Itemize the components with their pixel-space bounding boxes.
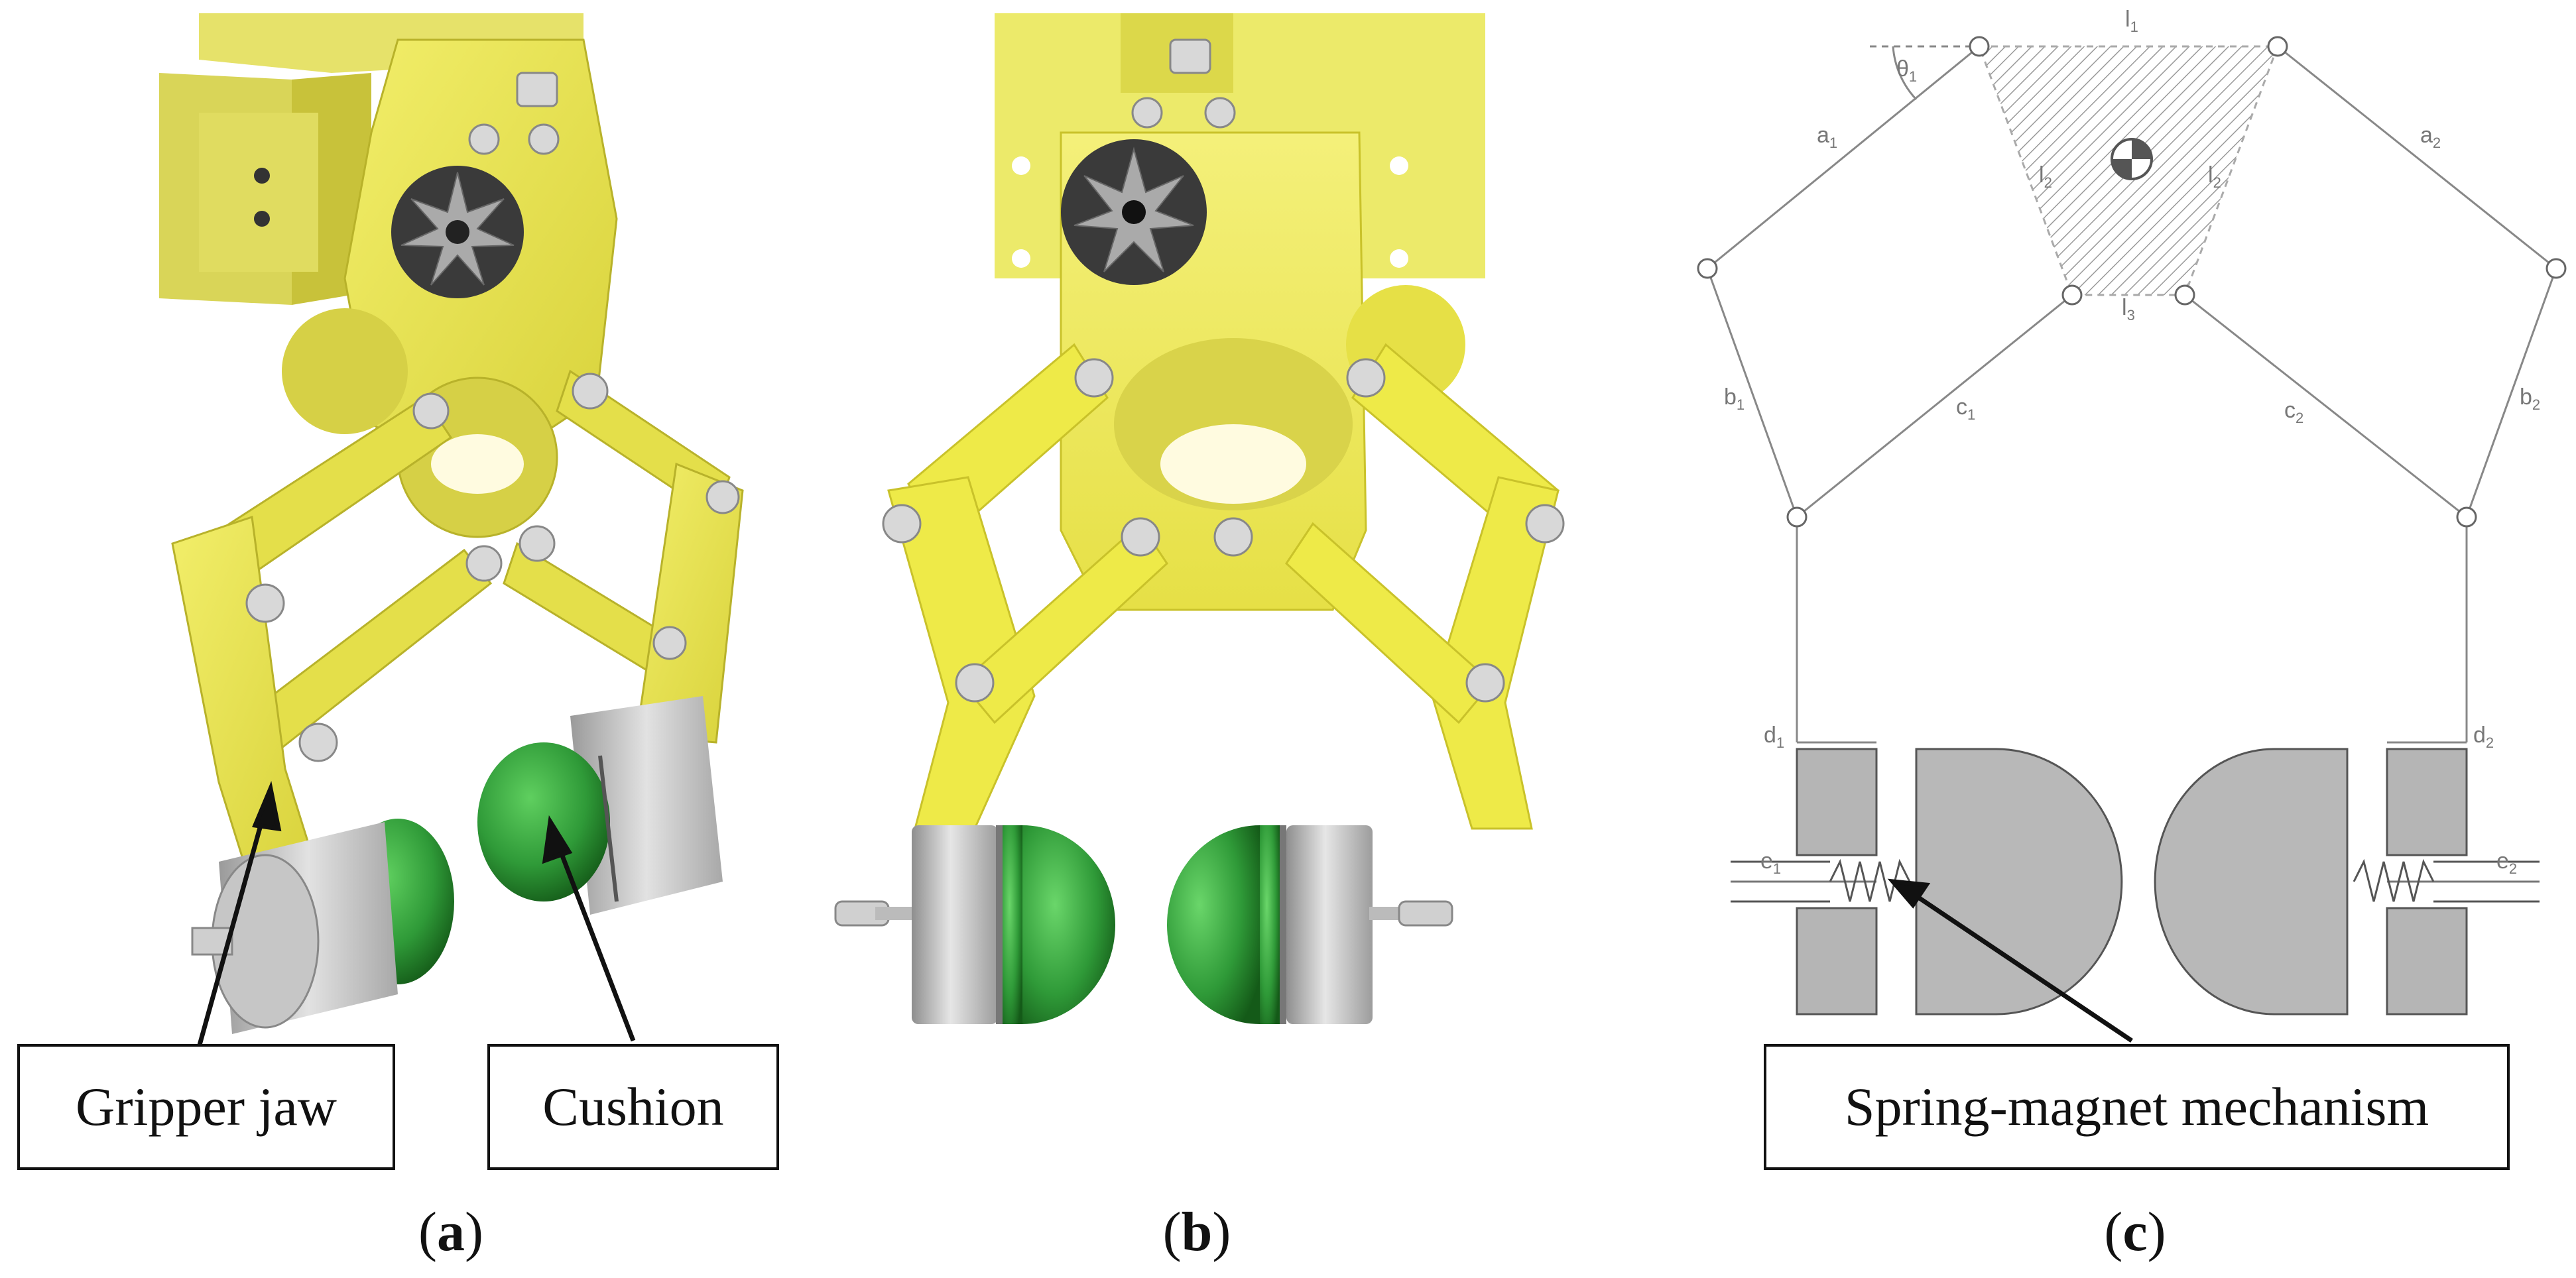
label-b1: b1 [1724,384,1745,413]
caption-b: (b) [1162,1201,1231,1263]
panel-b: (b) [822,0,1631,1278]
right-jaw-blocks [2154,748,2540,1016]
joints [1697,36,2567,528]
caption-a: (a) [418,1201,483,1263]
label-l3: l3 [2122,295,2135,323]
label-c2: c2 [2284,398,2303,426]
label-d1: d1 [1764,723,1784,751]
gripper-jaw-callout: Gripper jaw [17,1044,395,1170]
right-linkage [503,369,744,744]
label-d2: d2 [2473,723,2494,751]
label-a1: a1 [1817,123,1837,151]
label-l2-right: l2 [2208,162,2221,191]
panel-a: Gripper jaw Cushion (a) [0,0,822,1278]
label-l1: l1 [2125,7,2138,35]
label-b2: b2 [2520,384,2540,413]
label-e2: e2 [2496,848,2517,877]
panel-c: l1 l2 l2 l3 θ1 a1 a2 b1 b2 c1 c2 d1 d2 e… [1631,0,2576,1278]
right-jaw [1167,825,1453,1024]
callout-arrows [196,781,636,1048]
kinematic-labels: l1 l2 l2 l3 θ1 a1 a2 b1 b2 c1 c2 d1 d2 e… [1724,7,2540,877]
label-c1: c1 [1956,394,1975,423]
caption-c: (c) [2104,1201,2166,1263]
label-a2: a2 [2420,123,2441,151]
left-jaw-blocks [1731,748,2123,1016]
bolts [882,97,1565,703]
kinematic-schematic: l1 l2 l2 l3 θ1 a1 a2 b1 b2 c1 c2 d1 d2 e… [1697,7,2567,1043]
left-jaw [834,825,1115,1024]
spring-magnet-callout: Spring-magnet mechanism [1764,1044,2510,1170]
spring-callout-arrow [1887,878,2133,1043]
cushion-callout: Cushion [487,1044,779,1170]
bolts [245,72,740,762]
gripper-isometric-render [159,13,744,1048]
label-theta1: θ1 [1896,56,1917,85]
label-l2-left: l2 [2039,162,2052,191]
centroid-icon [2111,138,2153,180]
right-jaw [477,696,723,915]
arms [887,343,1560,830]
label-e1: e1 [1760,848,1781,877]
left-jaw [191,819,454,1034]
motor-housing [159,13,583,305]
gripper-front-render [834,13,1565,1024]
